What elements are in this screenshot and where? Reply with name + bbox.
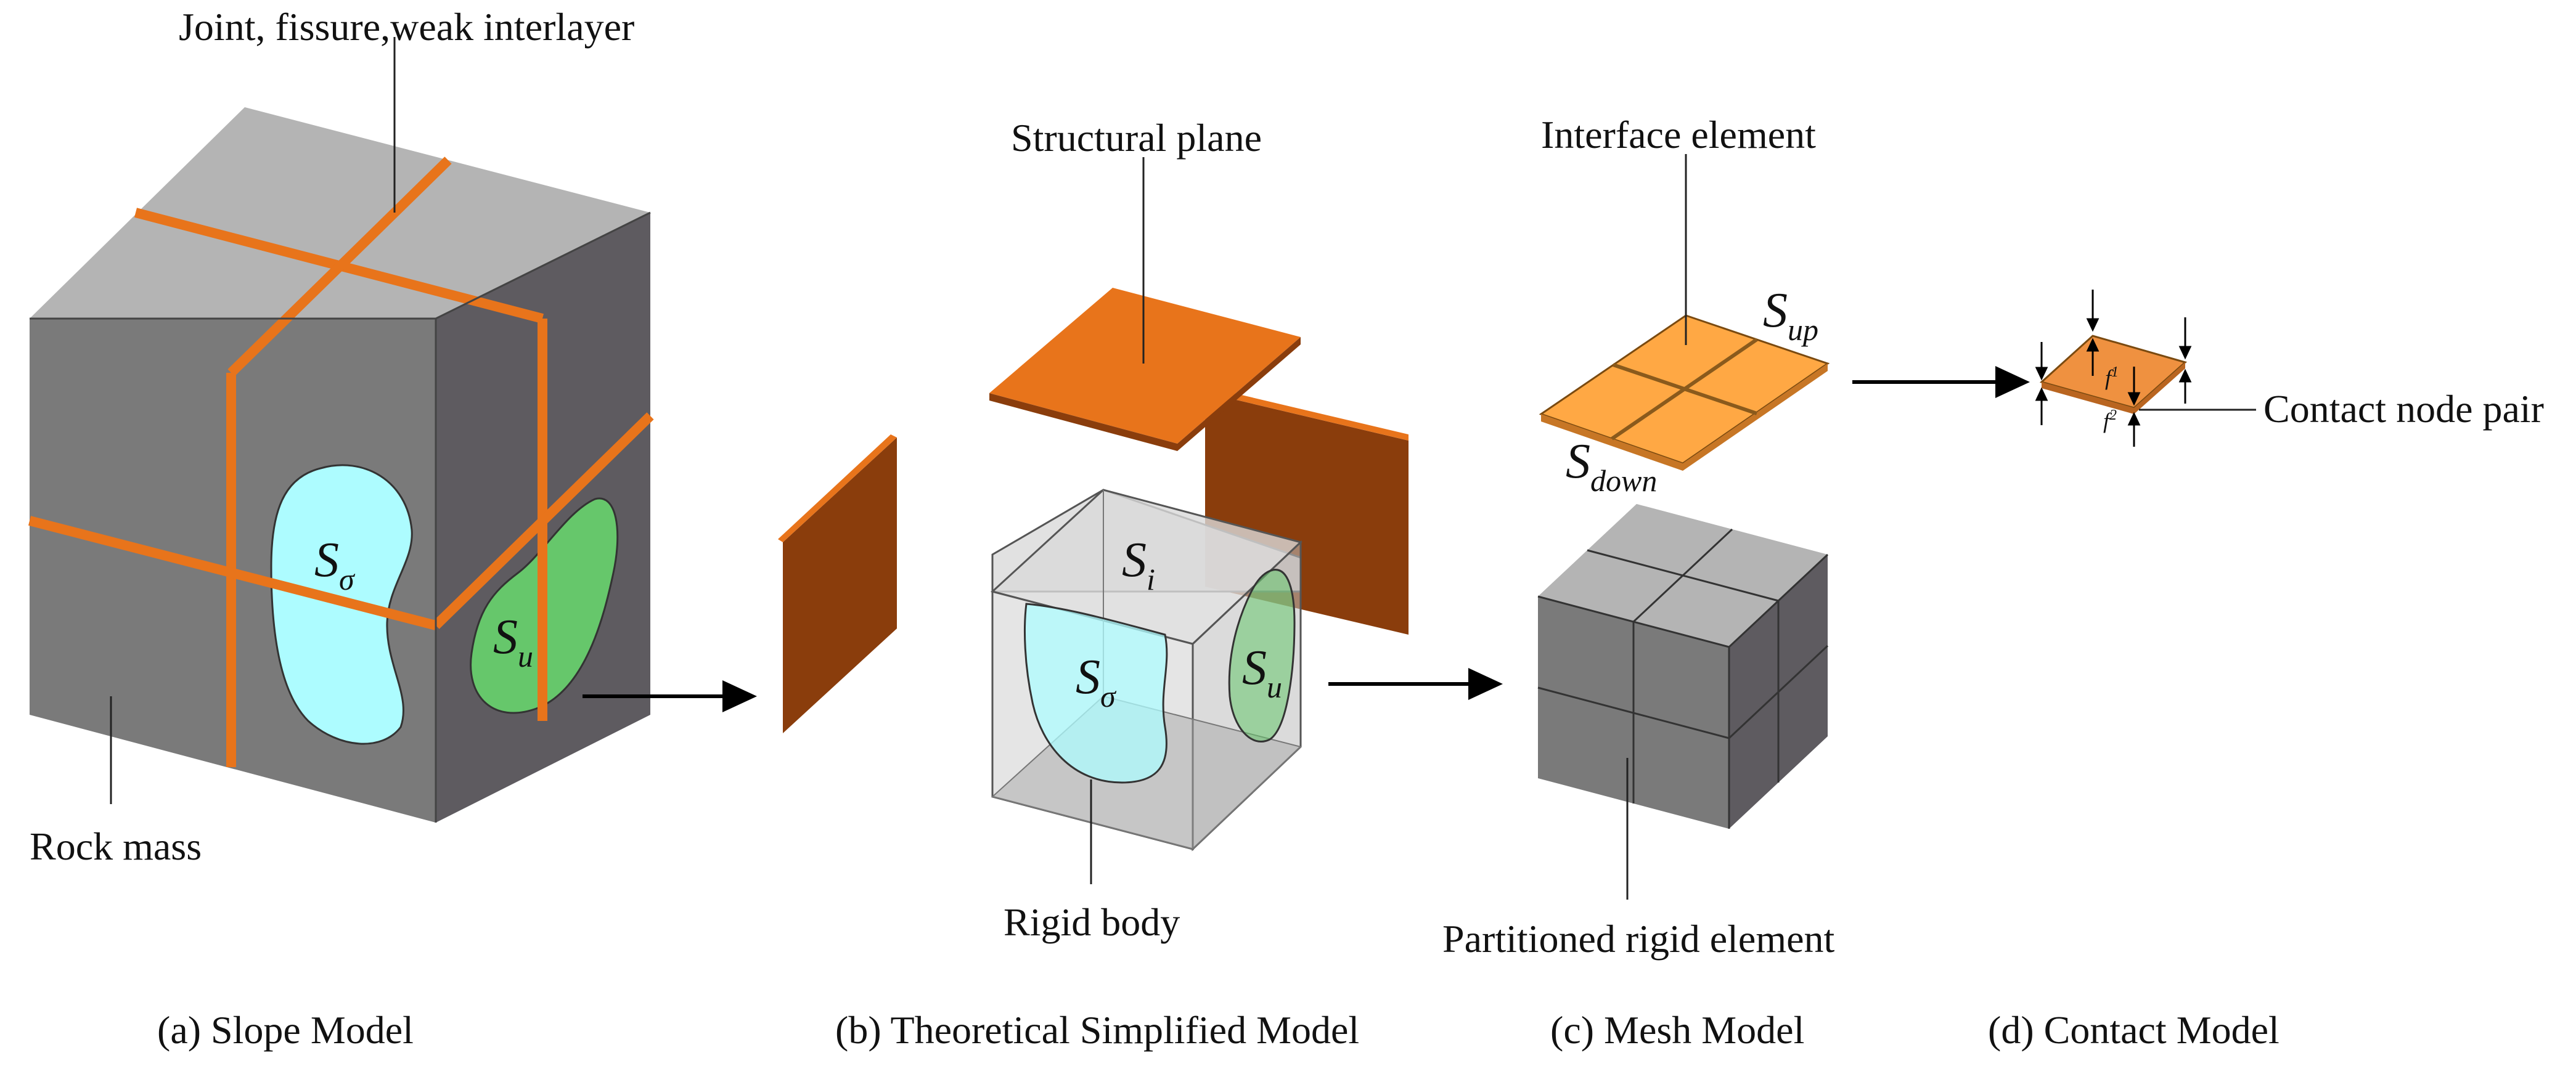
joint-top-2 — [227, 157, 452, 376]
mesh-side-line-h — [1728, 645, 1829, 739]
structural-plane-top-thickness-side — [1177, 337, 1301, 451]
rigid-stress-boundary — [1023, 603, 1168, 784]
s-down-symbol: Sdown — [1566, 434, 1657, 498]
rigid-displacement-boundary — [1228, 569, 1296, 742]
s-up-symbol: Sup — [1763, 283, 1818, 347]
contact-force-arrows — [2035, 290, 2192, 447]
mesh-front-line-h — [1537, 686, 1730, 739]
rock-cube-top-face — [30, 107, 650, 319]
structural-plane-top — [989, 288, 1301, 444]
rock-mass-label: Rock mass — [30, 824, 202, 868]
joint-label: Joint, fissure,weak interlayer — [179, 5, 634, 49]
rigid-body-label: Rigid body — [1004, 900, 1180, 944]
caption-b: (b) Theoretical Simplified Model — [835, 1008, 1359, 1052]
arrow-b-to-c-head — [1468, 668, 1503, 700]
joint-horizontal-side — [432, 412, 654, 629]
joint-horizontal-front — [28, 516, 437, 630]
structural-plane-left-edge — [778, 434, 897, 542]
interface-grid-line-2 — [1611, 338, 1758, 441]
caption-c: (c) Mesh Model — [1550, 1008, 1804, 1052]
interface-element-label: Interface element — [1541, 113, 1816, 157]
caption-d: (d) Contact Model — [1988, 1008, 2280, 1052]
mesh-model: Sup Sdown Interface element Partitioned … — [1442, 113, 2030, 961]
rigid-s-sigma-symbol: Sσ — [1076, 650, 1117, 714]
slope-model: Sσ Su Joint, fissure,weak interlayer Roc… — [28, 5, 757, 868]
arrow-a-to-b-head — [722, 680, 757, 712]
structural-plane-label: Structural plane — [1011, 116, 1262, 160]
interface-element-thickness — [1541, 414, 1683, 471]
arrow-c-to-d-head — [1995, 366, 2030, 398]
partitioned-label: Partitioned rigid element — [1442, 917, 1835, 961]
s-u-symbol: Su — [493, 610, 533, 673]
rigid-s-u-symbol: Su — [1242, 641, 1282, 704]
contact-model: f1 f2 Contact node pair — [2035, 290, 2544, 447]
structural-plane-top-thickness — [989, 393, 1177, 451]
contact-node-pair-label: Contact node pair — [2263, 387, 2544, 431]
contact-element-thickness-side — [2134, 362, 2185, 414]
structural-plane-left — [783, 437, 897, 733]
mesh-top-line-2 — [1632, 528, 1733, 623]
s-i-symbol: Si — [1122, 533, 1155, 596]
structural-plane-right-edge — [1205, 386, 1409, 441]
theoretical-simplified-model: Si Sσ Su Structural plane Rigid body — [778, 116, 1503, 944]
f2-symbol: f2 — [2103, 407, 2117, 433]
caption-a: (a) Slope Model — [157, 1008, 414, 1052]
contact-element-thickness — [2042, 382, 2134, 414]
s-sigma-symbol: Sσ — [314, 533, 356, 596]
interface-element-thickness-side — [1683, 364, 1828, 471]
